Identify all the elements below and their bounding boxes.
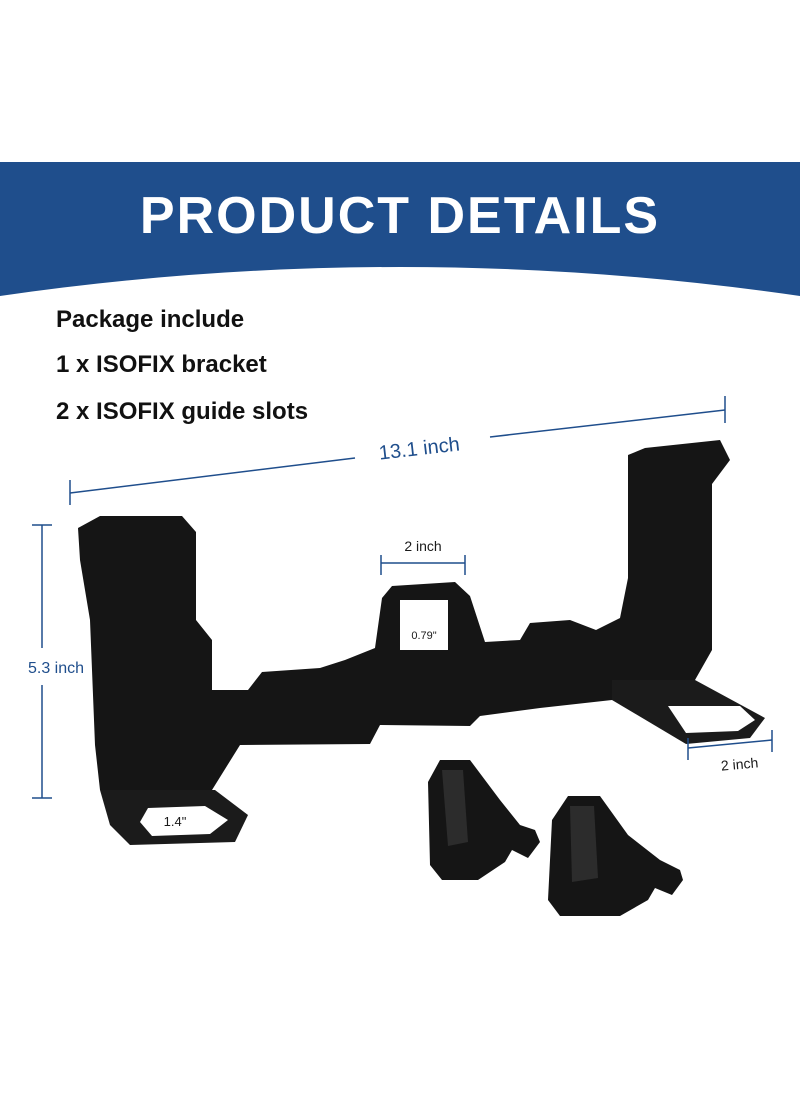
center-slot-label: 0.79"	[411, 630, 436, 642]
foot-width-label: 2 inch	[720, 754, 759, 773]
center-width-label: 2 inch	[404, 538, 441, 554]
foot-hole-label: 1.4"	[164, 814, 187, 829]
center-width-dimension	[380, 555, 466, 575]
isofix-bracket	[78, 440, 765, 845]
foot-width-dimension	[687, 730, 773, 760]
package-item-bracket: 1 x ISOFIX bracket	[56, 351, 267, 378]
page-title: PRODUCT DETAILS	[139, 187, 661, 245]
guide-slot-left	[428, 760, 540, 880]
guide-slot-right	[548, 796, 683, 916]
header-banner	[0, 162, 800, 296]
package-title: Package include	[56, 306, 245, 333]
length-dimension	[69, 396, 726, 505]
length-label: 13.1 inch	[378, 434, 461, 465]
height-label: 5.3 inch	[28, 660, 84, 677]
package-item-guide-slots: 2 x ISOFIX guide slots	[56, 398, 309, 425]
height-dimension	[32, 524, 52, 799]
